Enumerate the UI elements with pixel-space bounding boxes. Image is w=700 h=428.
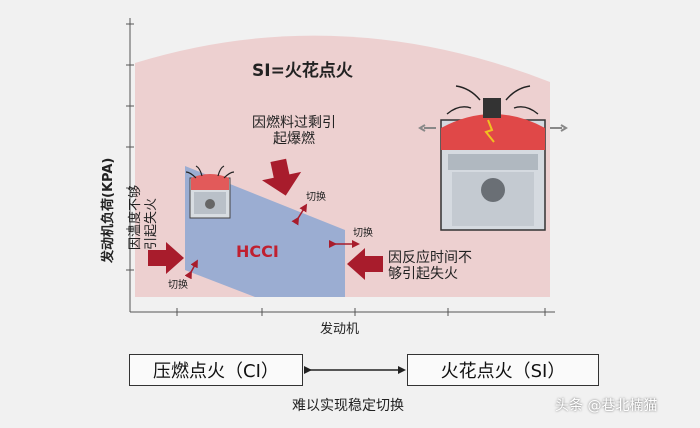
misfire-arrow-icon xyxy=(347,248,383,280)
mode-box-ci: 压燃点火（CI） xyxy=(129,354,303,386)
small-piston-icon xyxy=(185,165,235,219)
switch-arrow-bottom xyxy=(184,259,198,280)
misfire-note: 因反应时间不 够引起失火 xyxy=(388,250,472,282)
misfire-note-line-1: 因反应时间不 xyxy=(388,250,472,266)
y-axis xyxy=(126,18,134,312)
y-axis-label: 发动机负荷(KPA) xyxy=(101,157,116,263)
low-temp-note: 因温度不够 引起失火 xyxy=(128,185,159,250)
switch-label-bottom: 切换 xyxy=(168,280,188,291)
low-temp-note-line-2: 引起失火 xyxy=(143,197,159,250)
low-temp-arrow-icon xyxy=(148,242,184,274)
footer-caption: 难以实现稳定切换 xyxy=(292,398,404,414)
knock-note-line-1: 因燃料过剩引 xyxy=(252,115,336,131)
x-axis-label: 发动机 xyxy=(320,322,360,337)
switch-label-top: 切换 xyxy=(306,192,326,203)
knock-note-line-2: 起爆燃 xyxy=(273,131,315,148)
switch-arrow-top xyxy=(291,203,308,226)
misfire-note-line-2: 够引起失火 xyxy=(388,266,458,283)
low-temp-note-line-1: 因温度不够 xyxy=(128,184,143,250)
hcci-region-label: HCCI xyxy=(236,242,279,261)
x-axis xyxy=(130,308,555,316)
switch-label-right: 切换 xyxy=(353,228,373,239)
knock-note: 因燃料过剩引 起爆燃 xyxy=(252,115,336,147)
watermark: 头条 @巷北楠猫 xyxy=(555,398,658,414)
large-piston-icon xyxy=(418,85,568,231)
knock-arrow-icon xyxy=(262,158,302,196)
mode-box-si: 火花点火（SI） xyxy=(407,354,599,386)
si-region-label: SI=火花点火 xyxy=(252,61,353,81)
